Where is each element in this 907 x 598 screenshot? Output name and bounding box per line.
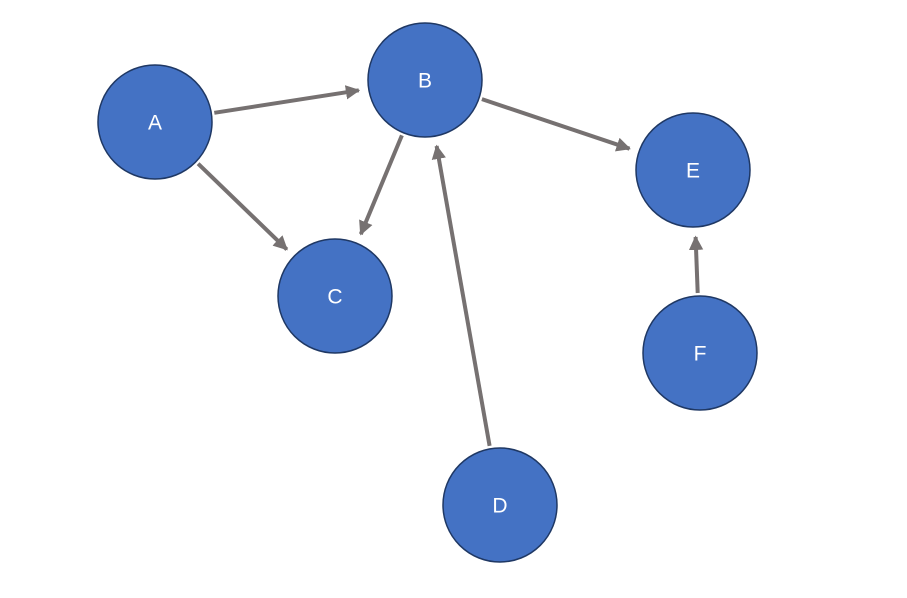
node-circle-c (277, 238, 393, 354)
edge-a-to-b (213, 85, 361, 115)
node-circle-a (97, 64, 213, 180)
nodes-layer: A B C D E F (97, 22, 758, 563)
node-circle-e (635, 112, 751, 228)
node-c: C (277, 238, 393, 354)
node-circle-f (642, 295, 758, 411)
node-label-a: A (148, 112, 162, 135)
node-label-d: D (492, 495, 507, 518)
node-label-c: C (327, 286, 342, 309)
node-circle-b (367, 22, 483, 138)
edges-layer (196, 85, 704, 447)
edge-a-to-c (196, 162, 289, 251)
node-e: E (635, 112, 751, 228)
node-f: F (642, 295, 758, 411)
node-label-e: E (686, 160, 700, 183)
edge-f-to-e (688, 235, 704, 294)
node-circle-d (442, 447, 558, 563)
edge-b-to-c (358, 134, 404, 236)
node-label-f: F (694, 343, 707, 366)
node-b: B (367, 22, 483, 138)
edge-b-to-e (481, 97, 631, 152)
node-d: D (442, 447, 558, 563)
node-label-b: B (418, 70, 432, 93)
edge-d-to-b (431, 144, 492, 447)
node-a: A (97, 64, 213, 180)
